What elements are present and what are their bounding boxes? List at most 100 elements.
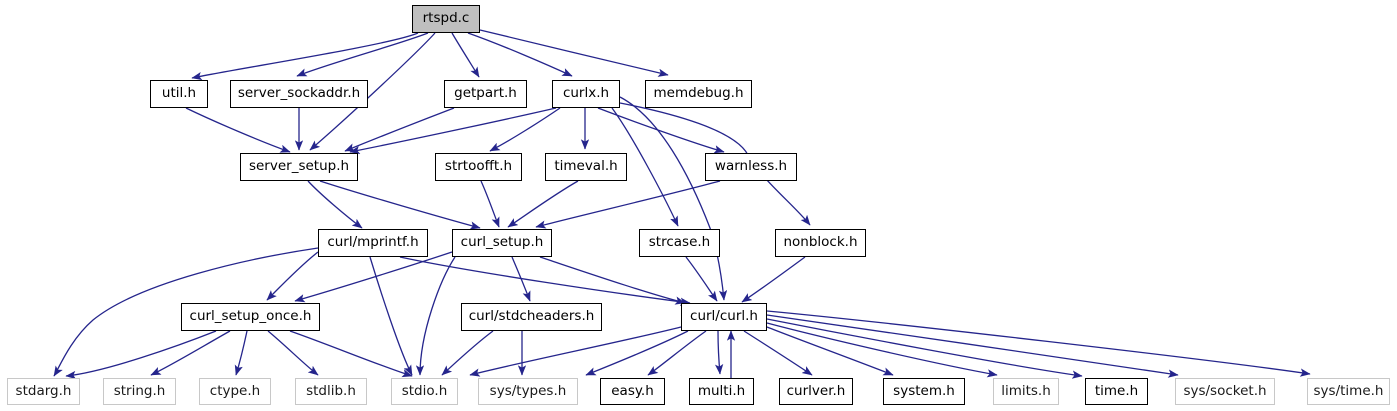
- edge-curl-stdcheaders-h-to-stdio-h: [441, 330, 494, 376]
- edge-curl-curl-h-to-sys-time-h: [766, 310, 1311, 377]
- graph-node-rtspd-c[interactable]: rtspd.c: [412, 5, 480, 33]
- graph-node-label: limits.h: [1001, 382, 1051, 399]
- graph-node-system-h[interactable]: system.h: [883, 378, 965, 405]
- edge-strcase-h-to-curl-curl-h: [685, 256, 718, 302]
- graph-node-multi-h[interactable]: multi.h: [689, 378, 754, 405]
- graph-node-label: curlx.h: [562, 85, 610, 102]
- edge-curl-setup-once-h-to-stdarg-h: [65, 330, 217, 380]
- edge-curl-curl-h-to-sys-socket-h: [766, 314, 1179, 378]
- graph-node-limits-h[interactable]: limits.h: [993, 378, 1059, 405]
- graph-node-sys-socket-h[interactable]: sys/socket.h: [1175, 378, 1275, 405]
- graph-node-util-h[interactable]: util.h: [150, 80, 208, 108]
- graph-node-stdio-h[interactable]: stdio.h: [391, 378, 458, 405]
- graph-node-curl-stdcheaders-h[interactable]: curl/stdcheaders.h: [461, 303, 602, 331]
- edge-timeval-h-to-curl-setup-h: [507, 180, 579, 228]
- graph-node-curlx-h[interactable]: curlx.h: [552, 80, 620, 108]
- edge-curl-setup-once-h-to-ctype-h: [234, 330, 248, 376]
- edge-strtoofft-h-to-curl-setup-h: [480, 180, 500, 228]
- graph-node-sys-types-h[interactable]: sys/types.h: [478, 378, 578, 405]
- edge-rtspd-c-to-memdebug-h: [479, 29, 669, 77]
- edge-getpart-h-to-server-setup-h: [344, 107, 455, 152]
- graph-node-getpart-h[interactable]: getpart.h: [444, 80, 527, 108]
- graph-node-label: sys/types.h: [489, 382, 567, 399]
- edge-curl-setup-h-to-curl-setup-once-h: [294, 251, 453, 303]
- edge-curl-curl-h-to-sys-types-h: [585, 330, 689, 376]
- edge-curl-setup-h-to-stdio-h: [415, 256, 456, 376]
- edge-curlx-h-to-strtoofft-h: [489, 107, 561, 152]
- edge-rtspd-c-to-server-sockaddr-h: [296, 32, 429, 77]
- graph-node-label: memdebug.h: [653, 85, 744, 102]
- edge-curl-curl-h-to-curlver-h: [743, 330, 813, 376]
- edge-curl-setup-h-to-curl-stdcheaders-h: [511, 256, 531, 302]
- graph-node-label: strtoofft.h: [444, 158, 513, 175]
- graph-node-label: string.h: [113, 382, 166, 399]
- graph-node-label: easy.h: [611, 382, 654, 399]
- graph-node-memdebug-h[interactable]: memdebug.h: [645, 80, 752, 108]
- edge-server-setup-h-to-curl-mprintf-h: [307, 180, 363, 229]
- graph-node-label: sys/socket.h: [1183, 382, 1267, 399]
- graph-node-label: sys/time.h: [1313, 382, 1384, 399]
- graph-node-ctype-h[interactable]: ctype.h: [199, 378, 271, 405]
- edge-util-h-to-server-setup-h: [185, 107, 291, 153]
- edge-curlx-h-to-warnless-h: [597, 107, 725, 154]
- graph-node-label: ctype.h: [209, 382, 261, 399]
- edge-curl-curl-h-to-time-h: [766, 318, 1083, 379]
- edge-curl-mprintf-h-to-curl-curl-h: [399, 256, 691, 306]
- graph-node-strcase-h[interactable]: strcase.h: [639, 229, 720, 257]
- graph-node-label: nonblock.h: [783, 234, 858, 251]
- edge-curl-curl-h-to-stdio-h: [469, 326, 682, 377]
- edge-warnless-h-to-curl-setup-h: [535, 180, 721, 229]
- edge-curl-setup-once-h-to-stdlib-h: [267, 330, 319, 376]
- edge-curl-curl-h-to-easy-h: [647, 330, 707, 376]
- graph-node-label: stdlib.h: [306, 382, 356, 399]
- graph-node-label: time.h: [1094, 382, 1139, 399]
- graph-node-label: curl_setup.h: [460, 234, 544, 251]
- edge-nonblock-h-to-curl-curl-h: [741, 256, 806, 303]
- graph-node-label: server_setup.h: [248, 158, 350, 175]
- edge-rtspd-c-to-curlx-h: [467, 32, 573, 77]
- graph-node-nonblock-h[interactable]: nonblock.h: [775, 229, 866, 257]
- graph-node-warnless-h[interactable]: warnless.h: [705, 153, 797, 181]
- graph-node-timeval-h[interactable]: timeval.h: [545, 153, 627, 181]
- graph-node-curl-curl-h[interactable]: curl/curl.h: [681, 303, 767, 331]
- graph-node-strtoofft-h[interactable]: strtoofft.h: [435, 153, 522, 181]
- edge-curl-setup-h-to-curl-curl-h: [539, 256, 686, 305]
- edge-curl-setup-once-h-to-string-h: [150, 330, 231, 376]
- graph-node-label: warnless.h: [714, 158, 788, 175]
- edge-rtspd-c-to-util-h: [191, 32, 419, 81]
- graph-node-label: stdarg.h: [15, 382, 72, 399]
- edge-curl-curl-h-to-system-h: [766, 326, 894, 376]
- edge-curl-mprintf-h-to-curl-setup-once-h: [266, 251, 319, 301]
- edge-curl-mprintf-h-to-stdio-h: [369, 256, 413, 376]
- graph-node-label: strcase.h: [648, 234, 711, 251]
- graph-node-label: curl/curl.h: [690, 308, 758, 325]
- graph-node-label: timeval.h: [554, 158, 618, 175]
- graph-node-stdarg-h[interactable]: stdarg.h: [7, 378, 80, 405]
- graph-node-curl-setup-h[interactable]: curl_setup.h: [452, 229, 552, 257]
- graph-node-label: curl/stdcheaders.h: [468, 308, 595, 325]
- edge-curlx-h-to-server-setup-h: [349, 107, 557, 155]
- edge-curl-setup-once-h-to-stdio-h: [289, 330, 413, 378]
- graph-node-curlver-h[interactable]: curlver.h: [779, 378, 853, 405]
- graph-node-label: getpart.h: [454, 85, 517, 102]
- graph-node-label: server_sockaddr.h: [237, 85, 361, 102]
- graph-node-time-h[interactable]: time.h: [1085, 378, 1148, 405]
- edge-rtspd-c-to-getpart-h: [451, 32, 480, 78]
- graph-node-string-h[interactable]: string.h: [103, 378, 176, 405]
- edge-curlx-h-to-curl-curl-h: [619, 96, 728, 301]
- graph-node-label: stdio.h: [401, 382, 448, 399]
- graph-node-curl-mprintf-h[interactable]: curl/mprintf.h: [318, 229, 428, 257]
- graph-node-label: curl_setup_once.h: [189, 308, 312, 325]
- graph-node-server-setup-h[interactable]: server_setup.h: [240, 153, 358, 181]
- graph-node-sys-time-h[interactable]: sys/time.h: [1307, 378, 1390, 405]
- graph-node-stdlib-h[interactable]: stdlib.h: [295, 378, 367, 405]
- graph-node-label: rtspd.c: [422, 10, 470, 27]
- graph-node-label: multi.h: [697, 382, 746, 399]
- graph-node-server-sockaddr-h[interactable]: server_sockaddr.h: [230, 80, 368, 108]
- graph-node-curl-setup-once-h[interactable]: curl_setup_once.h: [181, 303, 320, 331]
- graph-node-label: curlver.h: [786, 382, 846, 399]
- edge-curl-curl-h-to-multi-h: [714, 330, 724, 375]
- graph-node-easy-h[interactable]: easy.h: [600, 378, 665, 405]
